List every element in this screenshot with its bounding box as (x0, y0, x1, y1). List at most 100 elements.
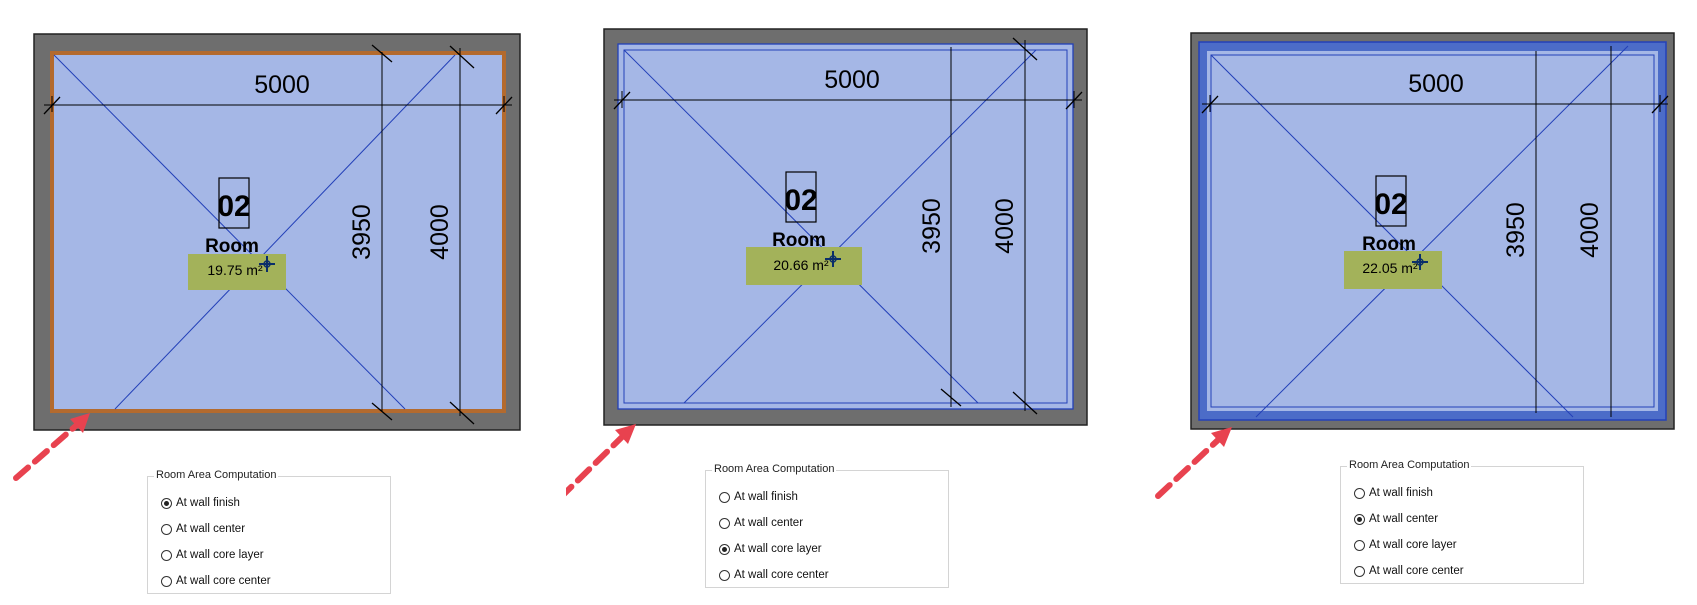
option-at-wall-finish[interactable]: At wall finish (161, 497, 240, 509)
pointer-arrow-icon (1155, 427, 1232, 499)
option-label: At wall core layer (176, 549, 264, 561)
option-at-wall-core-center[interactable]: At wall core center (1354, 565, 1464, 577)
move-crosshair-icon[interactable] (1412, 254, 1428, 270)
option-label: At wall core center (1369, 565, 1464, 577)
option-label: At wall core center (176, 575, 271, 587)
radio-button[interactable] (161, 523, 172, 535)
dimension-tick (1651, 95, 1669, 114)
room-diagonal (1210, 54, 1574, 418)
dimension-tick (371, 402, 393, 421)
option-at-wall-core-layer[interactable]: At wall core layer (1354, 539, 1457, 551)
radio-button[interactable] (1354, 487, 1365, 499)
room-fill[interactable] (1207, 51, 1658, 411)
radio-button[interactable] (161, 549, 172, 561)
option-at-wall-core-layer[interactable]: At wall core layer (161, 549, 264, 561)
room-number-box (785, 171, 817, 223)
room-plan-view: 5000 3950 4000 02 Room 19.75 m² (13, 33, 521, 481)
dimension-tick (449, 401, 475, 425)
group-title: Room Area Computation (154, 469, 279, 481)
option-at-wall-center[interactable]: At wall center (1354, 513, 1438, 525)
radio-button[interactable] (1354, 565, 1365, 577)
room-area[interactable]: 19.75 m² (207, 262, 263, 278)
room-diagonal (683, 49, 1037, 404)
option-label: At wall core center (734, 569, 829, 581)
dimension-outer-label[interactable]: 4000 (1576, 202, 1604, 258)
room-fill[interactable] (54, 55, 502, 409)
room-number-box (218, 177, 250, 229)
dimension-tick (1012, 391, 1038, 415)
room-number[interactable]: 02 (1374, 188, 1407, 221)
dimension-tick (449, 45, 475, 69)
room-area-tag (188, 254, 286, 290)
room-number[interactable]: 02 (784, 184, 817, 217)
dimension-inner-label[interactable]: 3950 (1502, 202, 1530, 258)
radio-button[interactable] (161, 497, 172, 509)
radio-button[interactable] (719, 517, 730, 529)
room-diagonal (114, 54, 456, 410)
dimension-width-label[interactable]: 5000 (824, 66, 880, 94)
panel-wall-center: 5000 3950 4000 02 Room 22.05 m² Room Are… (1132, 0, 1697, 605)
room-name[interactable]: Room (1362, 234, 1416, 255)
option-label: At wall center (176, 523, 246, 535)
dimension-tick (43, 96, 61, 115)
option-at-wall-center[interactable]: At wall center (719, 517, 803, 529)
group-title: Room Area Computation (712, 463, 837, 475)
pointer-arrow-icon (13, 413, 90, 481)
option-at-wall-finish[interactable]: At wall finish (1354, 487, 1433, 499)
option-label: At wall center (1369, 513, 1439, 525)
dimension-width-label[interactable]: 5000 (254, 71, 310, 99)
option-at-wall-core-center[interactable]: At wall core center (719, 569, 829, 581)
move-crosshair-icon[interactable] (259, 256, 275, 272)
option-at-wall-core-layer[interactable]: At wall core layer (719, 543, 822, 555)
dimension-tick (940, 388, 962, 407)
room-diagonal (623, 49, 979, 404)
dimension-tick (1065, 91, 1083, 110)
option-label: At wall finish (734, 491, 798, 503)
dimension-tick (1012, 37, 1038, 61)
room-diagonal (53, 54, 406, 410)
panel-wall-finish: 5000 3950 4000 02 Room 19.75 m² Room Are… (0, 0, 566, 605)
option-label: At wall core layer (734, 543, 822, 555)
dimension-outer-label[interactable]: 4000 (991, 198, 1019, 254)
option-label: At wall finish (176, 497, 240, 509)
dimension-tick (613, 91, 631, 110)
room-area-computation-group: Room Area Computation At wall finish At … (147, 469, 391, 594)
option-at-wall-finish[interactable]: At wall finish (719, 491, 798, 503)
room-fill[interactable] (618, 44, 1073, 409)
room-name[interactable]: Room (205, 236, 259, 257)
dimension-tick (371, 44, 393, 63)
option-label: At wall center (734, 517, 804, 529)
panel-wall-core-layer: 5000 3950 4000 02 Room 20.66 m² Room Are… (566, 0, 1132, 605)
room-plan-view: 5000 3950 4000 02 Room 20.66 m² (566, 28, 1088, 497)
radio-button[interactable] (1354, 539, 1365, 551)
room-area[interactable]: 22.05 m² (1362, 260, 1418, 276)
radio-button[interactable] (719, 569, 730, 581)
room-number[interactable]: 02 (217, 190, 250, 223)
room-boundary-inner (1210, 54, 1655, 408)
option-at-wall-center[interactable]: At wall center (161, 523, 245, 535)
option-label: At wall finish (1369, 487, 1433, 499)
dimension-outer-label[interactable]: 4000 (426, 204, 454, 260)
room-diagonal (1255, 45, 1629, 418)
radio-button[interactable] (719, 543, 730, 555)
room-plan-view: 5000 3950 4000 02 Room 22.05 m² (1155, 32, 1675, 499)
dimension-tick (495, 96, 513, 115)
option-at-wall-core-center[interactable]: At wall core center (161, 575, 271, 587)
dimension-inner-label[interactable]: 3950 (918, 198, 946, 254)
room-area-tag (746, 247, 862, 285)
room-area[interactable]: 20.66 m² (773, 257, 829, 273)
dimension-width-label[interactable]: 5000 (1408, 70, 1464, 98)
room-number-box (1375, 175, 1407, 227)
group-title: Room Area Computation (1347, 459, 1472, 471)
move-crosshair-icon[interactable] (825, 251, 841, 267)
dimension-inner-label[interactable]: 3950 (348, 204, 376, 260)
room-name[interactable]: Room (772, 230, 826, 251)
dimension-tick (1201, 95, 1219, 114)
radio-button[interactable] (161, 575, 172, 587)
radio-button[interactable] (1354, 513, 1365, 525)
option-label: At wall core layer (1369, 539, 1457, 551)
room-area-tag (1344, 251, 1442, 289)
room-area-computation-group: Room Area Computation At wall finish At … (1340, 459, 1584, 584)
radio-button[interactable] (719, 491, 730, 503)
pointer-arrow-icon (566, 424, 636, 497)
